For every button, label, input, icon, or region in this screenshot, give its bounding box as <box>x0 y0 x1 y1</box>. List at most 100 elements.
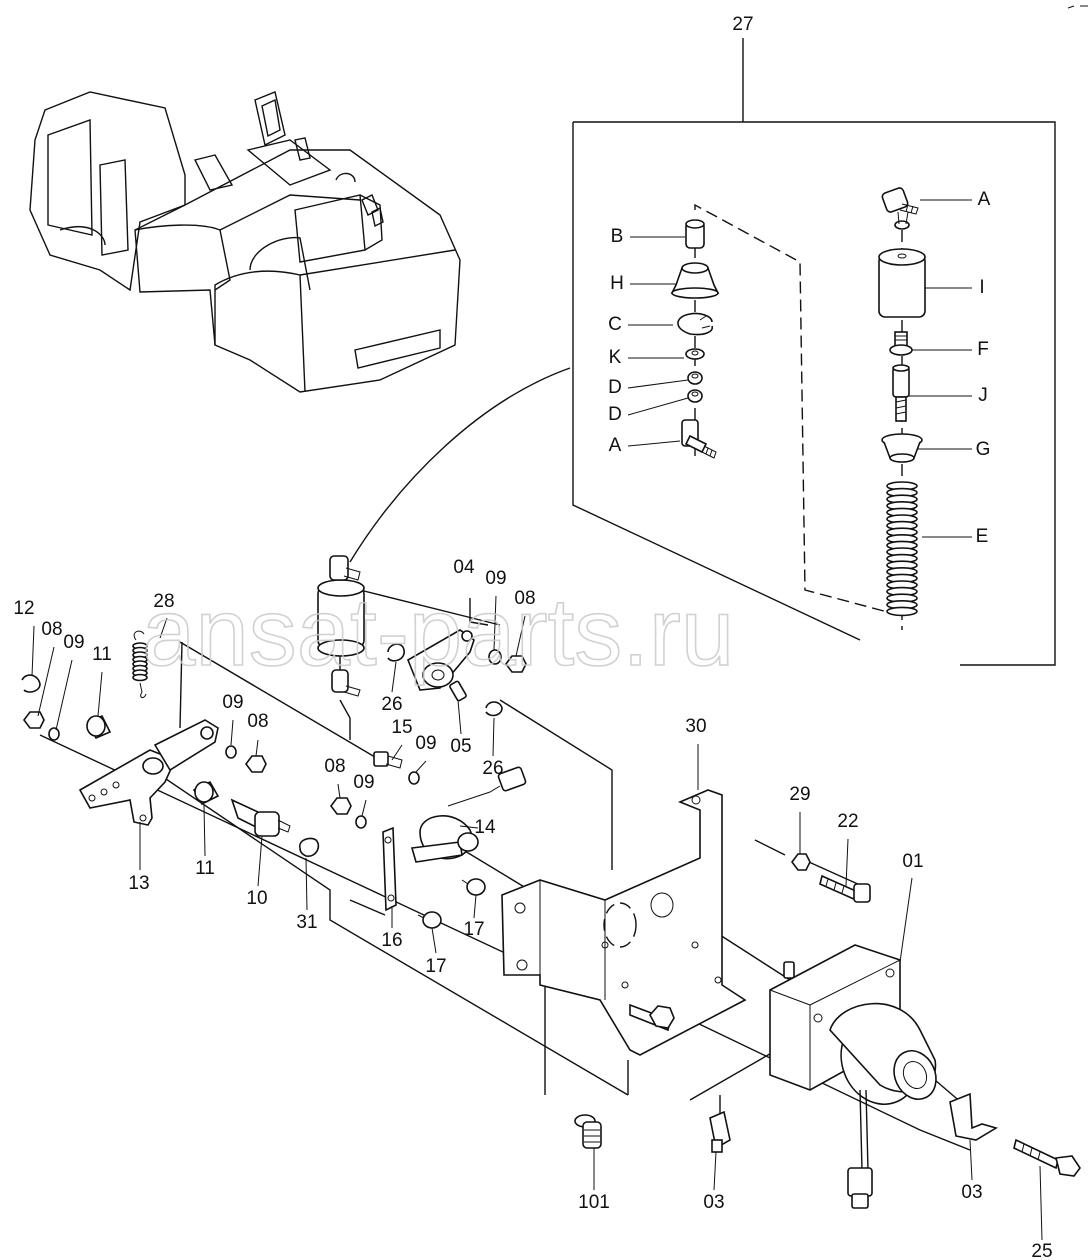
callout-label-c03b: 03 <box>961 1182 982 1203</box>
excavator-overview-illustration <box>29 91 461 393</box>
clip-26-lower <box>485 701 503 717</box>
bolt-15 <box>373 751 403 769</box>
bolt-25 <box>1013 1138 1081 1177</box>
callout-label-c04: 04 <box>453 557 475 578</box>
callout-label-c05: 05 <box>450 736 471 757</box>
washer-09-upper <box>488 649 502 665</box>
part-k-washer <box>685 348 705 360</box>
ring-31 <box>299 837 320 857</box>
callout-label-c30: 30 <box>685 716 706 737</box>
shaft-10 <box>230 798 291 837</box>
callout-label-c26b: 26 <box>482 758 503 779</box>
callout-label-cF: F <box>977 339 989 360</box>
washer-09-mid <box>225 745 237 759</box>
part-a-elbow-fitting-lower <box>681 419 717 459</box>
callout-link-curve <box>349 367 571 563</box>
nut-near-bracket <box>629 1003 675 1032</box>
callout-label-cB: B <box>611 226 624 247</box>
part-b-sleeve <box>685 219 705 249</box>
callout-label-c17b: 17 <box>425 956 446 977</box>
clamp-03-left <box>709 1110 731 1153</box>
callout-label-c27: 27 <box>732 14 753 35</box>
callout-label-c08a: 08 <box>514 588 535 609</box>
part-h-cap <box>670 262 720 299</box>
assembly-27-detail-box <box>572 38 1056 666</box>
callout-label-c17a: 17 <box>463 919 484 940</box>
solenoid-cylinder-assembly <box>317 555 365 697</box>
part-i-cylinder <box>878 248 926 318</box>
washer-09-left <box>48 727 60 741</box>
callout-label-c11b: 11 <box>195 858 215 879</box>
callout-label-cG: G <box>976 439 991 460</box>
bolt-101 <box>574 1114 602 1149</box>
callout-label-c09c: 09 <box>222 692 243 713</box>
part-e-spring <box>886 481 918 617</box>
part-g-seat <box>881 433 923 463</box>
callout-label-c09e: 09 <box>353 772 374 793</box>
clip-12 <box>21 674 41 693</box>
callout-label-c15: 15 <box>391 717 412 738</box>
bushing-11-left <box>86 714 112 740</box>
spring-e-coil <box>886 606 918 617</box>
callout-label-c16: 16 <box>381 930 402 951</box>
lever-13 <box>78 749 177 826</box>
part-c-snap-ring <box>677 312 713 336</box>
callout-label-cA2: A <box>609 435 622 456</box>
callout-label-cH: H <box>610 273 624 294</box>
corner-mark <box>1067 5 1088 9</box>
clamp-03-right <box>949 1092 998 1141</box>
callout-label-c08d: 08 <box>324 756 345 777</box>
callout-label-c26a: 26 <box>381 694 402 715</box>
nut-08-upper <box>505 655 527 673</box>
callout-label-c13: 13 <box>128 873 149 894</box>
callout-label-c03a: 03 <box>703 1192 724 1213</box>
spring-28 <box>132 630 148 699</box>
callout-label-c31: 31 <box>296 912 317 933</box>
callout-label-cI: I <box>979 277 984 298</box>
motor-01 <box>769 944 937 1209</box>
callout-label-c09a: 09 <box>485 568 506 589</box>
plate-16 <box>382 826 397 912</box>
bushing-11-lower <box>192 780 220 806</box>
label-leader-lines <box>31 595 1043 1241</box>
callout-label-c22: 22 <box>837 811 858 832</box>
callout-label-c29: 29 <box>789 784 810 805</box>
callout-label-c10: 10 <box>246 888 267 909</box>
callout-label-c09d: 09 <box>415 733 436 754</box>
bracket-30 <box>501 789 747 1056</box>
callout-label-cC: C <box>608 314 622 335</box>
callout-label-c101: 101 <box>578 1192 610 1213</box>
callout-label-cD2: D <box>608 404 622 425</box>
clip-26-upper <box>387 643 405 662</box>
part-f-bolt <box>889 331 913 356</box>
part-j-pin <box>892 364 910 422</box>
nut-08-16 <box>330 797 352 815</box>
part-d-ring-lower <box>687 389 703 403</box>
callout-label-c11a: 11 <box>92 644 112 665</box>
washer-09-16 <box>355 815 367 829</box>
callout-label-c12: 12 <box>13 598 34 619</box>
lever-04 <box>406 598 489 691</box>
part-d-ring-upper <box>687 371 703 385</box>
sensor-14 <box>410 766 527 863</box>
callout-label-c28: 28 <box>153 591 174 612</box>
callout-label-cE: E <box>976 526 989 547</box>
callout-label-cA1: A <box>978 189 991 210</box>
link-plate-28 <box>153 719 219 772</box>
callout-label-c08c: 08 <box>247 711 268 732</box>
callout-label-c14: 14 <box>474 817 496 838</box>
washer-09-15 <box>408 771 420 785</box>
nut-08-mid <box>245 755 267 773</box>
callout-label-c25: 25 <box>1031 1241 1052 1260</box>
callout-label-c01: 01 <box>902 851 923 872</box>
watermark-text: ansat-parts.ru <box>142 579 734 686</box>
callout-label-c08b: 08 <box>41 619 62 640</box>
part-a-elbow-fitting-upper <box>881 187 919 230</box>
callout-label-cJ: J <box>978 385 988 406</box>
callout-label-cD1: D <box>608 377 622 398</box>
nut-08-left <box>23 711 45 729</box>
pin-05 <box>449 680 467 702</box>
